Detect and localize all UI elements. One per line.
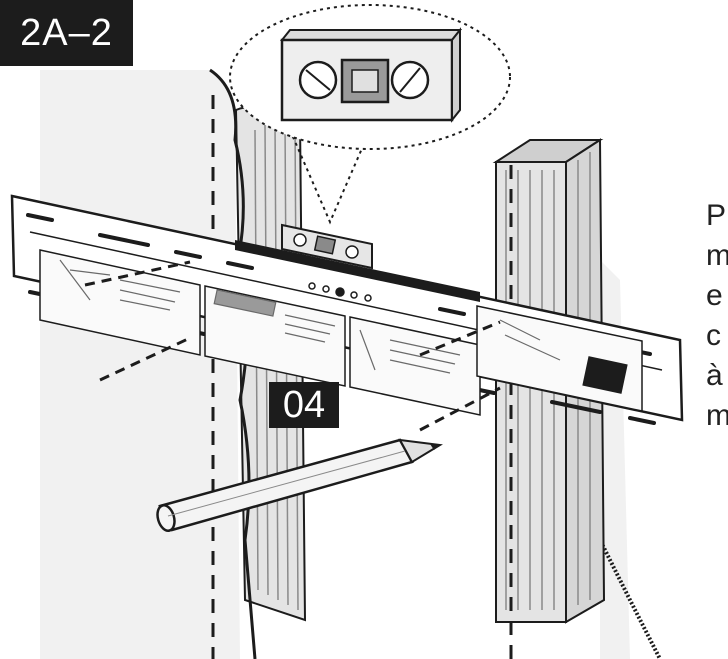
side-instruction-text: P m e c à m [706,196,728,436]
wall-torn-edge-right [588,519,662,659]
guide-line-upper-right [419,320,501,357]
side-text-line: c [706,319,721,352]
side-text-line: m [706,239,728,272]
wall-surface [40,70,240,659]
magnifier-pointer [289,129,371,225]
spirit-level-enlarged [279,27,463,123]
template-warning-box [582,356,628,394]
side-text-line: m [706,399,728,432]
side-text-line: P [706,199,727,232]
wall-mount-template [10,194,684,425]
side-text-line: e [706,279,723,312]
pencil-icon [156,438,443,532]
callout-number: 04 [269,382,339,428]
guide-line-upper-left [84,260,191,287]
spirit-level-on-template [281,223,373,270]
step-label: 2A–2 [0,0,133,66]
guide-line-lower-right [419,386,501,432]
side-text-line: à [706,359,723,392]
